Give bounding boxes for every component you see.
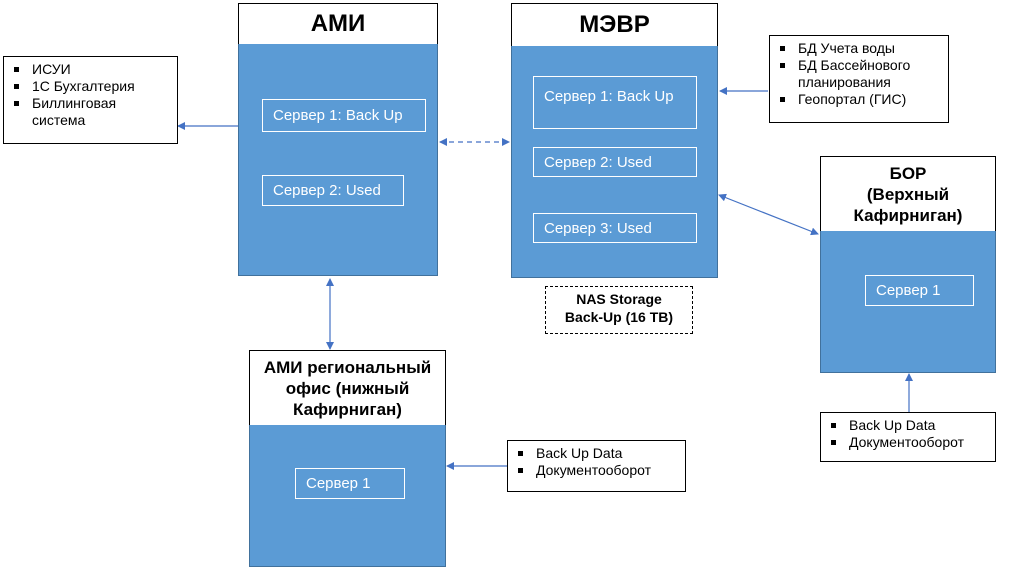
ami-regional-block: Сервер 1 xyxy=(249,425,446,567)
ami-regional-title-line2: офис (нижный xyxy=(285,378,410,398)
list-item: БД Бассейнового планирования xyxy=(778,57,942,91)
databases-list: БД Учета воды БД Бассейнового планирован… xyxy=(769,35,949,123)
nas-storage: NAS Storage Back-Up (16 TB) xyxy=(545,286,693,334)
ami-regional-title-line1: АМИ региональный xyxy=(263,357,432,377)
ami-server-1: Сервер 1: Back Up xyxy=(262,99,426,132)
list-item: Биллинговая система xyxy=(12,95,142,129)
ami-block: Сервер 1: Back Up Сервер 2: Used xyxy=(238,44,438,276)
list-item: Back Up Data xyxy=(829,417,989,434)
bor-title: БОР (Верхный Кафирниган) xyxy=(820,156,996,232)
bor-title-line1: БОР xyxy=(889,163,927,183)
ami-regional-server-1: Сервер 1 xyxy=(295,468,405,499)
ami-regional-title-line3: Кафирниган) xyxy=(293,399,402,419)
list-item: 1С Бухгалтерия xyxy=(12,78,171,95)
ami-regional-title: АМИ региональный офис (нижный Кафирниган… xyxy=(249,350,446,426)
list-item: Документооборот xyxy=(829,434,989,451)
bor-title-line2: (Верхный xyxy=(866,184,950,204)
nas-storage-line1: NAS Storage xyxy=(576,291,662,307)
ami-title: АМИ xyxy=(238,3,438,45)
list-item: БД Учета воды xyxy=(778,40,942,57)
mevr-server-1-label: Сервер 1: Back Up xyxy=(544,88,674,105)
bor-data-list: Back Up Data Документооборот xyxy=(820,412,996,462)
nas-storage-line2: Back-Up (16 TB) xyxy=(564,309,674,325)
regional-data-list: Back Up Data Документооборот xyxy=(507,440,686,492)
ami-title-text: АМИ xyxy=(310,10,366,37)
bor-title-line3: Кафирниган) xyxy=(853,205,963,225)
mevr-block: Сервер 1: Back Up Сервер 2: Used Сервер … xyxy=(511,46,718,278)
bor-server-1: Сервер 1 xyxy=(865,275,974,306)
list-item: Геопортал (ГИС) xyxy=(778,91,942,108)
ami-server-2: Сервер 2: Used xyxy=(262,175,404,206)
mevr-server-3: Сервер 3: Used xyxy=(533,213,697,243)
mevr-server-1: Сервер 1: Back Up xyxy=(533,76,697,129)
bor-block: Сервер 1 xyxy=(820,231,996,373)
mevr-server-2: Сервер 2: Used xyxy=(533,147,697,177)
systems-list: ИСУИ 1С Бухгалтерия Биллинговая система xyxy=(3,56,178,144)
mevr-title: МЭВР xyxy=(511,3,718,47)
list-item: Back Up Data xyxy=(516,445,679,462)
list-item: ИСУИ xyxy=(12,61,171,78)
mevr-title-text: МЭВР xyxy=(579,11,650,38)
list-item: Документооборот xyxy=(516,462,679,479)
arrow-mevr-bor xyxy=(718,193,819,236)
